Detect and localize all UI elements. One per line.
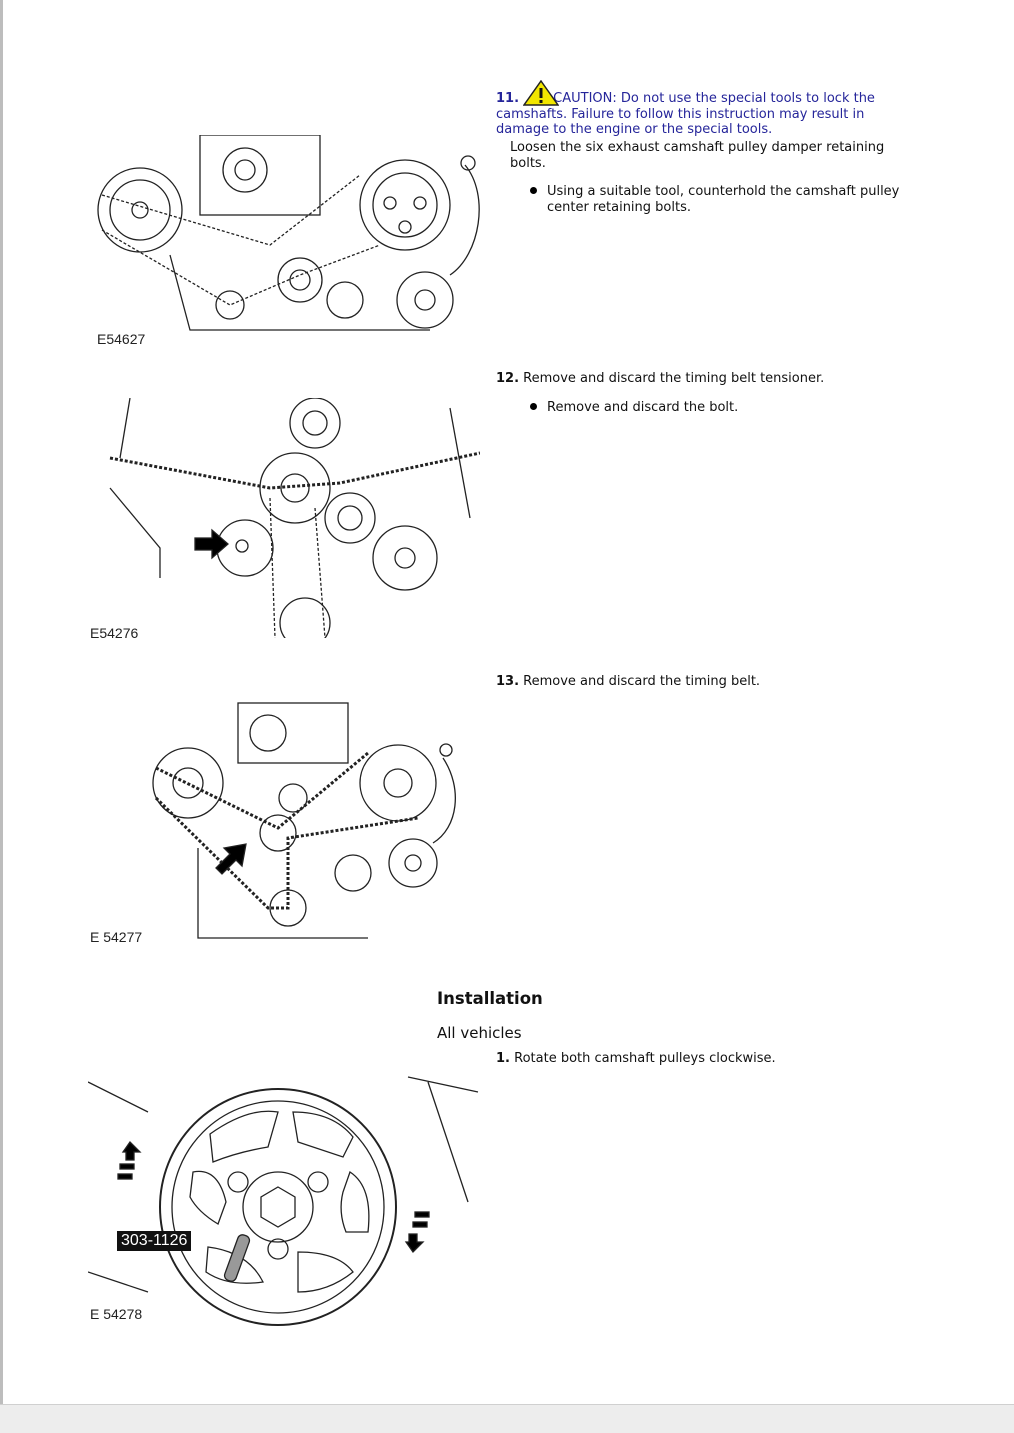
figure-label: E54627 (97, 331, 146, 347)
page-bottom-edge (0, 1404, 1014, 1433)
installation-step-1-text: 1. Rotate both camshaft pulleys clockwis… (496, 1051, 776, 1066)
caution-line: camshafts. Failure to follow this instru… (496, 106, 865, 122)
figure-label: E 54278 (90, 1306, 143, 1322)
step-11-caution: 11. CAUTION: Do not use the special tool… (496, 80, 875, 138)
timing-belt-tensioner-illustration (109, 398, 480, 638)
caution-line: CAUTION: Do not use the special tools to… (553, 91, 875, 106)
bullet-icon (530, 187, 537, 194)
section-heading-installation: Installation (437, 989, 543, 1008)
step-11-text: Loosen the six exhaust camshaft pulley d… (510, 140, 885, 171)
step-13-text: 13. Remove and discard the timing belt. (496, 674, 761, 689)
step-number: 11. (496, 91, 520, 106)
step-12-text: 12. Remove and discard the timing belt t… (496, 371, 825, 386)
bullet-icon (530, 403, 537, 410)
figure-label: E 54277 (90, 929, 143, 945)
step-12-bullet: Remove and discard the bolt. (547, 400, 739, 415)
section-subheading: All vehicles (437, 1024, 522, 1042)
warning-icon (523, 80, 560, 106)
page-edge (0, 0, 3, 1432)
engine-timing-belt-illustration (97, 135, 480, 331)
timing-belt-removal-illustration (152, 702, 456, 939)
figure-label: E54276 (90, 625, 139, 641)
caution-line: damage to the engine or the special tool… (496, 122, 773, 137)
camshaft-pulley-illustration (88, 1076, 479, 1326)
special-tool-label: 303-1126 (117, 1231, 192, 1251)
step-11-bullet: Using a suitable tool, counterhold the c… (547, 184, 900, 215)
